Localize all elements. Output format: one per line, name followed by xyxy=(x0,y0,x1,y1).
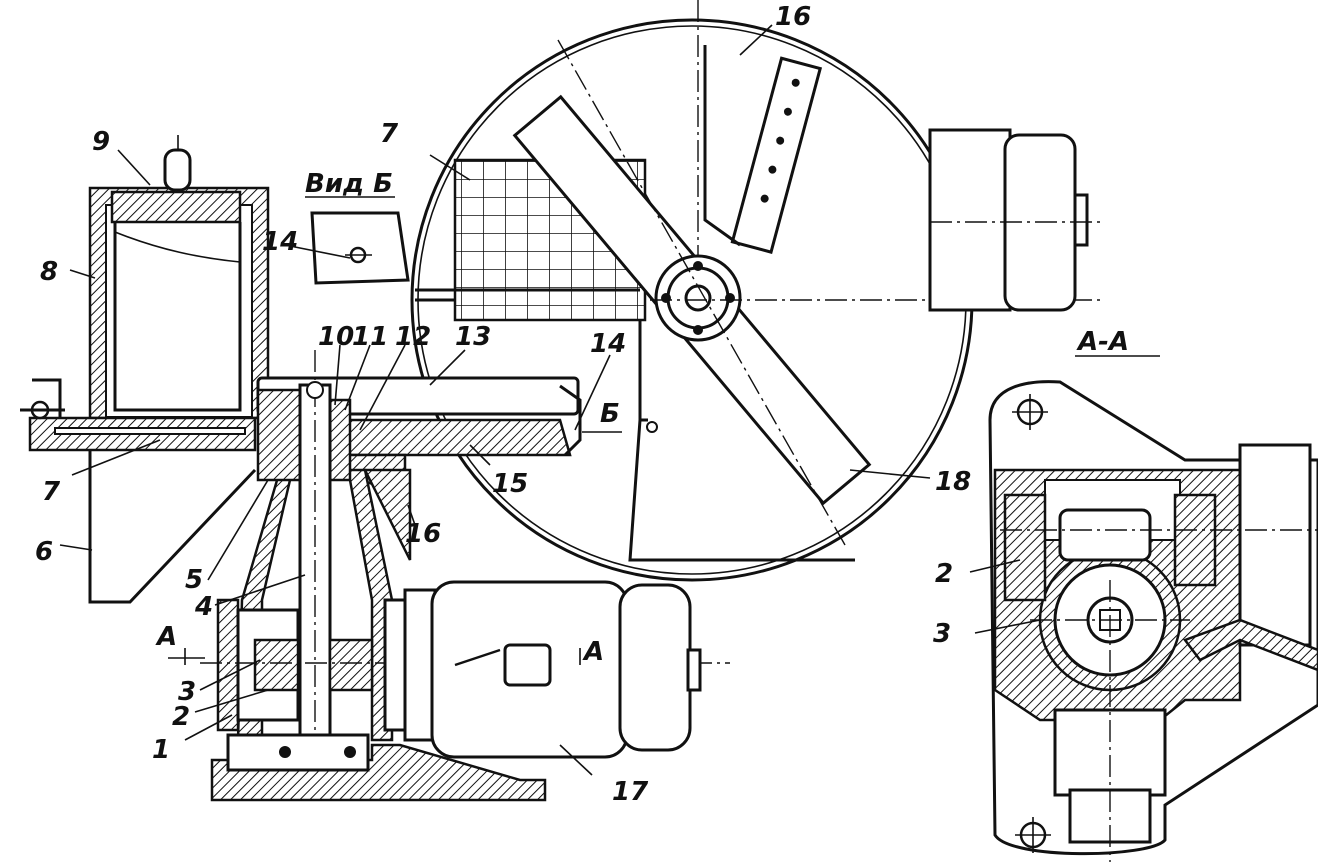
label-part-16: 16 xyxy=(405,519,441,549)
label-part-12: 12 xyxy=(395,322,431,352)
side-section xyxy=(20,135,730,802)
labels: Вид Б А-А А А Б 9 8 7 6 5 4 3 2 1 10 11 … xyxy=(35,2,1129,807)
cut-a-right-label: А xyxy=(582,637,604,667)
label-part-2: 2 xyxy=(172,702,190,732)
label-part-17: 17 xyxy=(612,777,649,807)
label-part-8: 8 xyxy=(40,257,58,287)
label-part-5: 5 xyxy=(185,565,203,595)
label-part-1: 1 xyxy=(152,735,170,765)
label-part-9: 9 xyxy=(92,127,110,157)
label-part-11: 11 xyxy=(352,322,388,352)
view-b-detail xyxy=(289,196,410,285)
label-aa-part-3: 3 xyxy=(933,619,951,649)
label-part-7: 7 xyxy=(42,477,61,507)
section-aa-view xyxy=(988,355,1318,862)
label-part-3: 3 xyxy=(178,677,196,707)
label-part-14-view: 14 xyxy=(262,227,298,257)
cut-a-left-label: А xyxy=(155,622,177,652)
label-part-10: 10 xyxy=(318,322,354,352)
label-part-15: 15 xyxy=(492,469,528,499)
label-part-18: 18 xyxy=(935,467,971,497)
label-part-4: 4 xyxy=(194,592,213,622)
section-aa-title: А-А xyxy=(1076,327,1129,357)
view-b-title: Вид Б xyxy=(305,169,393,199)
label-part-14: 14 xyxy=(590,329,626,359)
arrow-b-label: Б xyxy=(600,399,620,429)
label-part-6: 6 xyxy=(35,537,53,567)
label-part-16-top: 16 xyxy=(775,2,811,32)
label-part-13: 13 xyxy=(455,322,491,352)
label-aa-part-2: 2 xyxy=(935,559,953,589)
label-part-7-top: 7 xyxy=(380,119,399,149)
leader-lines xyxy=(59,24,1041,776)
disc-top-view xyxy=(410,0,1105,582)
knife-holder xyxy=(730,56,823,254)
